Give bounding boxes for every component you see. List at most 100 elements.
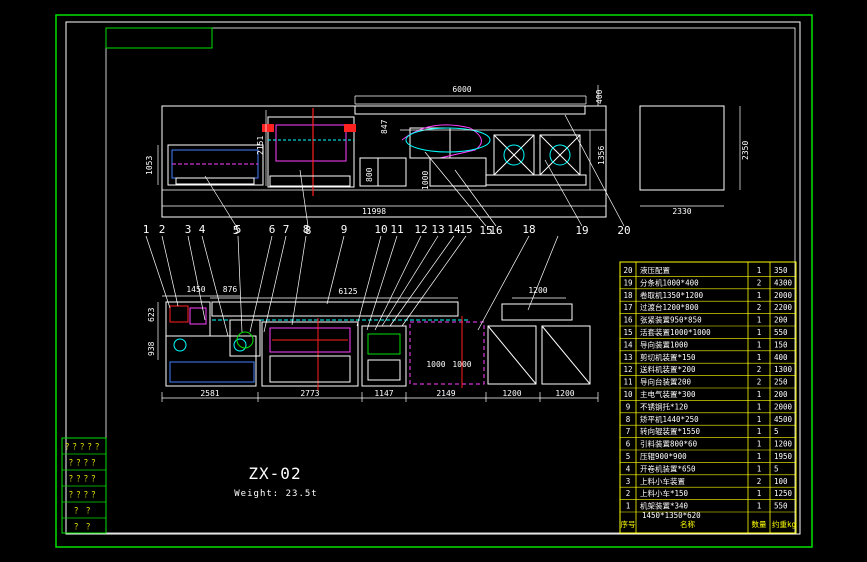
bom-qty: 1 [757, 440, 762, 449]
bom-name: 上料小车装置 [640, 476, 685, 486]
bom-weight: 4500 [774, 415, 793, 424]
top-callout-16: 16 [489, 224, 502, 237]
title-block-cell: ？ ？ [74, 522, 94, 531]
recoiler-plan-1 [487, 325, 537, 385]
recoiler-plan-2 [541, 325, 591, 385]
title-block-cell: ？？？？？ [65, 442, 103, 451]
plan-callout-18: 18 [522, 223, 535, 236]
plan-dim-1200: 1200 [502, 389, 521, 398]
bom-name: 分条机1000*400 [640, 277, 699, 287]
plan-callout-3: 3 [185, 223, 192, 236]
bom-no: 8 [626, 415, 631, 424]
plan-view [145, 235, 599, 402]
bom-qty: 1 [757, 502, 762, 511]
drawing-number: ZX-02 [248, 464, 302, 483]
bom-no: 4 [626, 464, 631, 473]
top-dim-1053: 1053 [145, 156, 154, 175]
bom-weight: 100 [774, 477, 788, 486]
coil-cart-plan [165, 335, 257, 387]
top-dim-1000: 1000 [421, 171, 430, 190]
coil-cart-top [167, 144, 264, 186]
bom-qty: 1 [757, 390, 762, 399]
title-block-cell: ？？？？ [69, 458, 99, 467]
bom-name: 矫平机1440*250 [640, 414, 699, 424]
bom-qty: 2 [757, 365, 762, 374]
bom-weight: 200 [774, 316, 788, 325]
title-block-cell: ？？？？ [69, 490, 99, 499]
bom-qty: 1 [757, 266, 762, 275]
bom-no: 6 [626, 440, 631, 449]
bom-qty: 2 [757, 477, 762, 486]
bom-qty: 1 [757, 427, 762, 436]
bom-no: 10 [623, 390, 633, 399]
plan-callout-2: 2 [159, 223, 166, 236]
plan-callout-11: 11 [390, 223, 403, 236]
plan-dim-938: 938 [147, 341, 156, 356]
title-block-cell: ？ ？ [74, 506, 94, 515]
bom-weight: 1250 [774, 489, 793, 498]
bom-name: 液压配置 [640, 265, 670, 275]
title-block-cell: ？？？？ [69, 474, 99, 483]
bom-no: 3 [626, 477, 631, 486]
plan-dim-1147: 1147 [374, 389, 393, 398]
slitter-top [485, 134, 587, 186]
top-dim-800: 800 [365, 167, 374, 182]
top-dim-2151: 2151 [256, 136, 265, 155]
bom-name: 过渡台1200*800 [640, 302, 699, 312]
bom-name: 卷取机1350*1200 [640, 290, 704, 300]
top-callout-15: 15 [479, 224, 492, 237]
plan-dim-1000: 1000 [426, 360, 445, 369]
bom-name: 主电气装置*300 [640, 389, 696, 399]
bom-name: 上料小车*150 [640, 488, 689, 498]
top-callout-20: 20 [617, 224, 630, 237]
bom-qty: 2 [757, 378, 762, 387]
hydraulic-block-top [639, 105, 725, 191]
top-callout-5: 5 [233, 224, 240, 237]
plan-dim-876: 876 [223, 285, 238, 294]
bom-weight: 4300 [774, 278, 793, 287]
top-dim-2330: 2330 [672, 207, 691, 216]
plan-callout-1: 1 [143, 223, 150, 236]
bom-no: 18 [623, 291, 633, 300]
bom-weight: 2000 [774, 291, 793, 300]
bom-header-qty: 数量 [752, 519, 767, 529]
plan-callout-8: 8 [303, 223, 310, 236]
bom-name: 压辊900*900 [640, 451, 687, 461]
loop-pit-plan [409, 321, 485, 385]
leveler-top [262, 108, 356, 196]
bom-no: 17 [623, 303, 632, 312]
bom-qty: 1 [757, 340, 762, 349]
bom-no: 20 [623, 266, 633, 275]
bom-qty: 1 [757, 402, 762, 411]
bom-weight: 150 [774, 340, 788, 349]
bom-no: 1 [626, 502, 631, 511]
top-leaders [204, 114, 625, 227]
bom-name: 剪切机装置*150 [640, 352, 696, 362]
plan-dim-1000: 1000 [452, 360, 471, 369]
bom-qty: 2 [757, 303, 762, 312]
bom-name: 转向辊装置*1550 [640, 426, 701, 436]
frame-drawing-area [105, 27, 796, 534]
bom-name: 活套装置1000*1000 [640, 327, 711, 337]
bom-qty: 1 [757, 464, 762, 473]
bom-header-name: 名称 [680, 519, 695, 529]
bom-weight: 550 [774, 328, 788, 337]
top-dim-6000: 6000 [452, 85, 471, 94]
bom-weight: 5 [774, 427, 779, 436]
bom-weight: 1950 [774, 452, 793, 461]
bom-weight: 2000 [774, 402, 793, 411]
bom-qty: 1 [757, 353, 762, 362]
top-dim-2350: 2350 [741, 141, 750, 160]
bom-no: 11 [623, 378, 632, 387]
bom-name: 送料机装置*200 [640, 364, 696, 374]
bom-weight: 250 [774, 378, 788, 387]
top-view [157, 85, 607, 218]
bom-weight: 1200 [774, 440, 793, 449]
bom-no: 16 [623, 316, 633, 325]
bom-header-weight: 约重kg [772, 519, 796, 529]
frame-outer [55, 14, 813, 548]
plan-callout-6: 6 [269, 223, 276, 236]
bom-extra-note: 1450*1350*620 [642, 511, 701, 520]
top-callout-19: 19 [575, 224, 588, 237]
